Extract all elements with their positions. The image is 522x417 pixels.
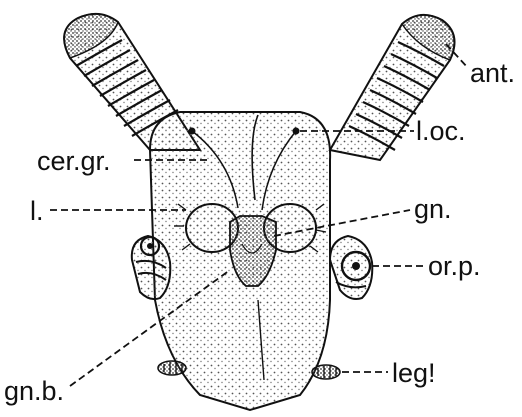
label-gn-b: gn.b. xyxy=(4,376,64,406)
label-l-oc: l.oc. xyxy=(416,116,466,146)
right-oral-papilla xyxy=(330,236,372,299)
label-gn: gn. xyxy=(414,194,452,224)
label-cer-gr: cer.gr. xyxy=(37,146,111,176)
label-leg: leg! xyxy=(392,358,436,388)
label-or-p: or.p. xyxy=(428,251,481,281)
label-l: l. xyxy=(30,196,44,226)
left-oral-papilla xyxy=(132,236,170,299)
label-ant: ant. xyxy=(470,58,515,88)
